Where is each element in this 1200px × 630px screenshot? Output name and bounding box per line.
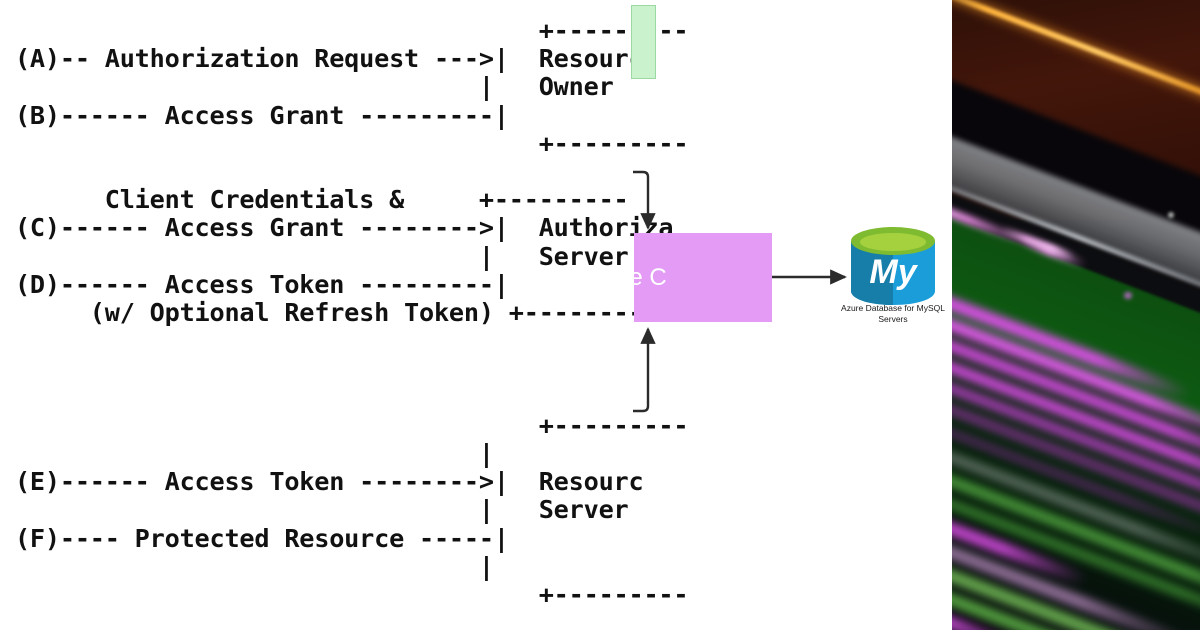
azure-mysql-caption-line2: Servers: [878, 314, 908, 324]
blurred-laptop-terminal-photo: [952, 0, 1200, 630]
service-c-box[interactable]: vice C: [634, 233, 772, 322]
azure-mysql-icon: My: [845, 225, 941, 330]
green-highlight-box: [631, 5, 656, 79]
ascii-flow-diagram: +--------- (A)-- Authorization Request -…: [14, 16, 689, 610]
azure-mysql-caption: Azure Database for MySQL Servers: [828, 303, 958, 325]
mysql-logo-text: My: [869, 253, 918, 291]
azure-mysql-caption-line1: Azure Database for MySQL: [841, 303, 945, 313]
ascii-art-text: +--------- (A)-- Authorization Request -…: [14, 16, 689, 610]
service-c-label: vice C: [634, 263, 667, 291]
